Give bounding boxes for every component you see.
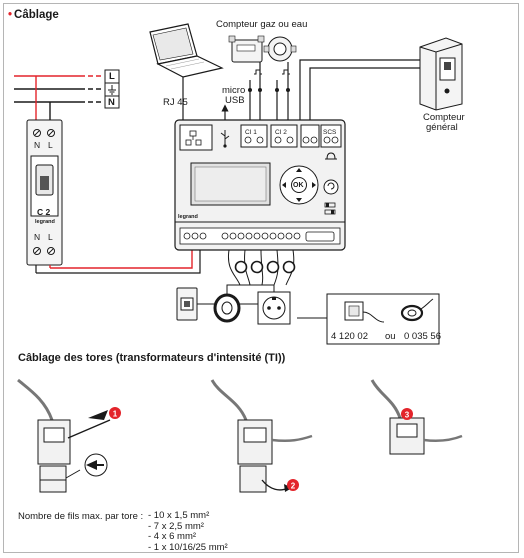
split-ct-icon — [344, 301, 385, 323]
tores-section-title: Câblage des tores (transformateurs d'int… — [18, 352, 286, 364]
breaker-l-bottom-label: L — [48, 232, 53, 242]
step-3-number: 3 — [405, 411, 410, 420]
circuit-breaker — [26, 119, 63, 266]
wires-item: - 10 x 1,5 mm² — [148, 510, 210, 521]
ok-button-label: OK — [293, 182, 304, 189]
solid-ct-icon — [400, 298, 434, 322]
line-l-label: L — [109, 71, 115, 82]
section-title: •Câblage — [8, 9, 59, 21]
toroid-icon — [213, 293, 241, 323]
step-2-number: 2 — [291, 482, 296, 491]
laptop-icon — [149, 23, 224, 78]
wires-item: - 7 x 2,5 mm² — [148, 520, 204, 532]
breaker-n-bottom-label: N — [34, 232, 41, 242]
terminal-ci2-label: CI 2 — [275, 129, 287, 136]
settings-toggle-icon — [324, 202, 336, 215]
micro-usb-label-1: micro — [222, 85, 246, 96]
reference-1-label: 4 120 02 — [331, 331, 368, 342]
back-icon — [323, 179, 339, 195]
title-text: Câblage — [14, 9, 59, 21]
water-meter-icon — [263, 36, 297, 62]
line-n-label: N — [108, 97, 115, 108]
general-meter-icon — [419, 37, 463, 111]
tore-step-2-illustration — [210, 379, 313, 493]
nav-arrow-icons — [282, 168, 316, 202]
reference-2-label: 0 035 56 — [404, 331, 441, 342]
earth-symbol — [108, 85, 116, 95]
reference-or-label: ou — [385, 331, 396, 342]
breaker-n-top-label: N — [34, 140, 41, 150]
wires-title: Nombre de fils max. par tore : — [18, 511, 144, 522]
gas-water-meter-label: Compteur gaz ou eau — [216, 19, 308, 30]
device-brand-logo: legrand — [178, 214, 198, 220]
mains-lines — [14, 69, 120, 122]
breaker-rating-label: C 2 — [37, 207, 51, 217]
general-meter-label-1: Compteur — [423, 112, 465, 123]
pulse-inputs — [248, 69, 290, 122]
bell-icon — [325, 152, 337, 160]
micro-usb-label-2: USB — [225, 95, 245, 106]
main-device — [174, 119, 346, 251]
reference-box — [326, 293, 440, 345]
step-1-number: 1 — [113, 410, 118, 419]
gas-meter-icon — [228, 35, 265, 63]
wires-item: - 1 x 10/16/25 mm² — [148, 541, 228, 553]
breaker-l-top-label: L — [48, 140, 53, 150]
terminal-scs-label: SCS — [323, 129, 337, 136]
breaker-brand-logo: legrand — [35, 219, 55, 225]
secondary-breaker — [176, 287, 198, 321]
usb-port-icon — [220, 130, 230, 148]
wires-list: - 10 x 1,5 mm² - 7 x 2,5 mm² - 4 x 6 mm²… — [148, 510, 228, 553]
rj45-label: RJ 45 — [163, 97, 188, 108]
terminal-ci1-label: CI 1 — [245, 129, 257, 136]
general-meter-label-2: général — [426, 122, 458, 133]
ethernet-port-icon — [185, 130, 202, 146]
tore-step-3-illustration — [370, 379, 463, 455]
tore-step-1-illustration — [17, 378, 121, 493]
title-bullet: • — [8, 9, 13, 21]
socket-icon — [257, 291, 291, 325]
wires-item: - 4 x 6 mm² — [148, 531, 197, 542]
figure-frame — [3, 3, 519, 553]
ct-clamps — [227, 249, 296, 286]
